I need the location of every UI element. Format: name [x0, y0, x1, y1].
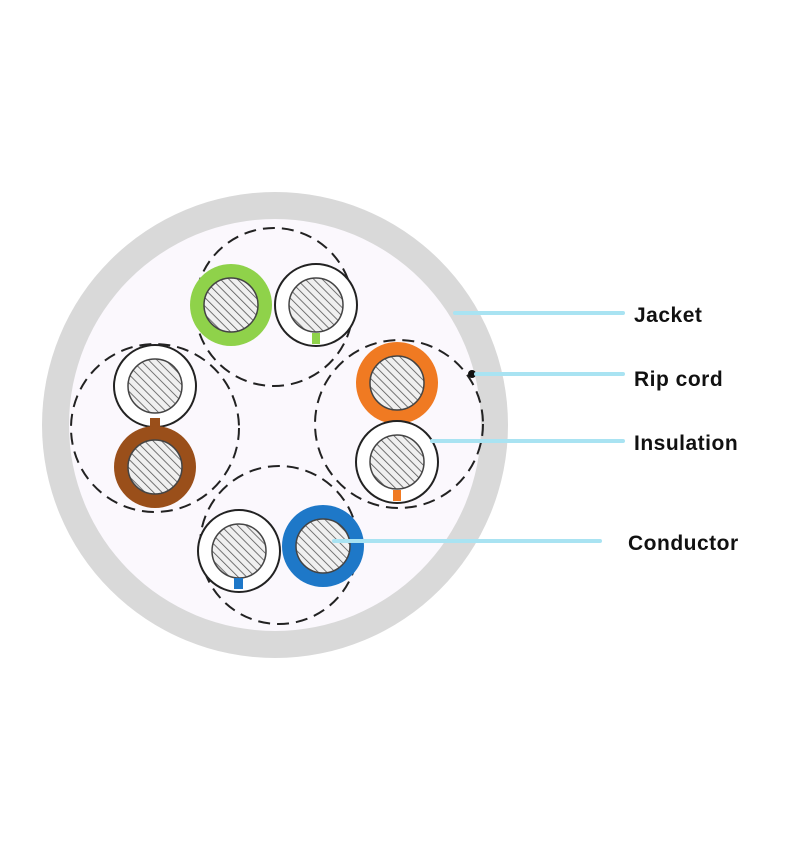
jacket-interior [69, 219, 481, 631]
brown-conductor [127, 439, 183, 495]
white-green-conductor [288, 277, 344, 333]
blue-pair [197, 505, 364, 593]
white-orange-conductor [369, 434, 425, 490]
conductor-label: Conductor [628, 532, 739, 555]
rip-cord-label: Rip cord [634, 368, 723, 391]
blue-conductor [295, 518, 351, 574]
orange-stripe-marker [393, 490, 401, 501]
rip-cord [468, 370, 476, 378]
right-pair-group-outline [314, 339, 484, 509]
jacket-label: Jacket [634, 304, 702, 327]
green-stripe-marker [312, 333, 320, 344]
orange-conductor [369, 355, 425, 411]
left-pair-group-outline [70, 343, 240, 513]
brown-pair [113, 344, 197, 508]
white-brown-conductor [127, 358, 183, 414]
green-conductor [203, 277, 259, 333]
blue-stripe-marker [234, 578, 243, 589]
brown-stripe-marker [150, 418, 160, 430]
white-blue-conductor [211, 523, 267, 579]
insulation-label: Insulation [634, 432, 738, 455]
green-pair [190, 263, 358, 347]
orange-pair [355, 342, 439, 504]
